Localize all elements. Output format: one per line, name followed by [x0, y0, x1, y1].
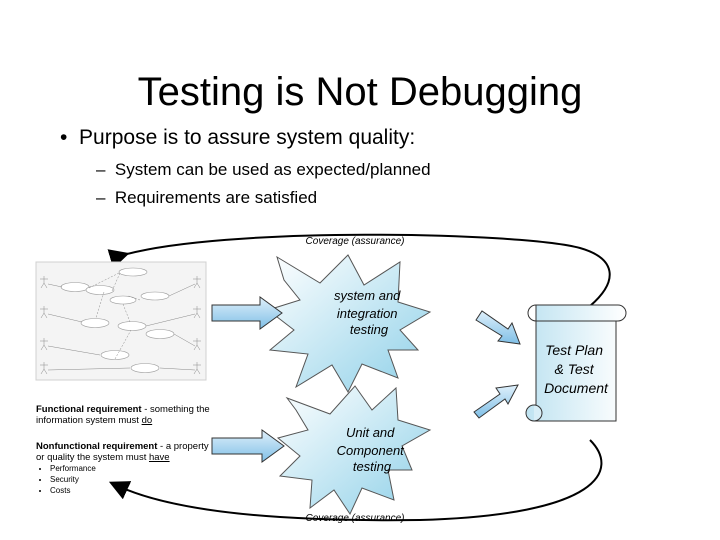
coverage-label-top: Coverage (assurance)	[306, 236, 405, 247]
arrow-requirements-to-bottom-star	[212, 430, 284, 462]
list-item: Security	[50, 474, 211, 485]
functional-text-2b: do	[142, 415, 153, 426]
nonfunctional-list: Performance Security Costs	[36, 463, 211, 496]
list-item: Costs	[50, 485, 211, 496]
nonfunctional-text-2b: have	[149, 452, 170, 463]
functional-term: Functional requirement	[36, 404, 142, 415]
nonfunctional-term: Nonfunctional requirement	[36, 441, 157, 452]
functional-text-2a: information system must	[36, 415, 142, 426]
arrow-bottom-star-to-document	[474, 385, 518, 418]
coverage-label-bottom: Coverage (assurance)	[306, 513, 405, 524]
list-item: Performance	[50, 463, 211, 474]
use-case-diagram-thumbnail	[36, 262, 206, 380]
nonfunctional-requirement-text: Nonfunctional requirement - a property o…	[36, 441, 211, 496]
functional-text-1: - something the	[142, 404, 210, 415]
nonfunctional-text-1: - a property	[157, 441, 208, 452]
nonfunctional-text-2a: or quality the system must	[36, 452, 149, 463]
arrow-top-star-to-document	[476, 311, 520, 344]
functional-requirement-text: Functional requirement - something the i…	[36, 404, 211, 426]
arrow-diagram-to-top-star	[212, 297, 282, 329]
